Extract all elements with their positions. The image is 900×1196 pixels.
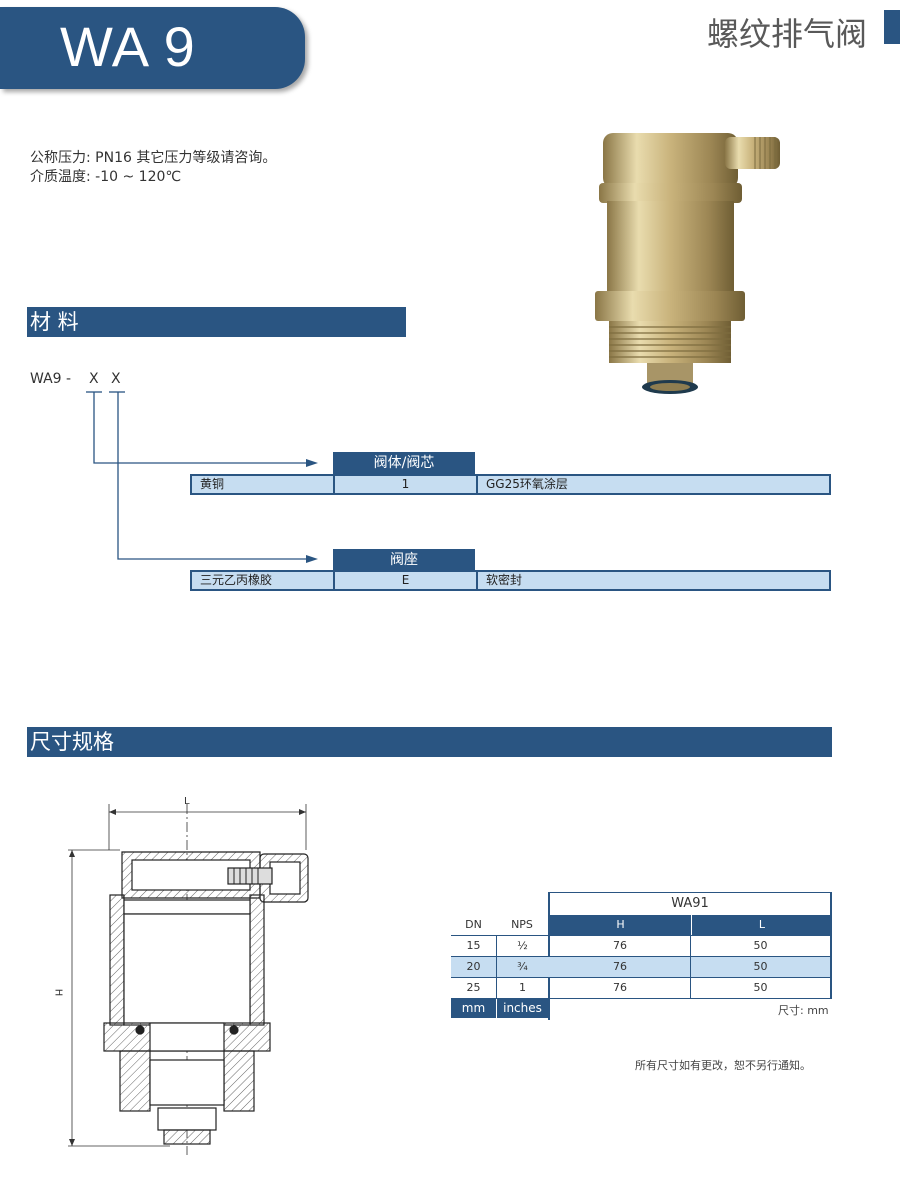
drawing-label-length: L <box>184 796 190 807</box>
table-row: 25 1 76 50 <box>451 977 832 999</box>
material-connector-lines <box>86 391 318 563</box>
cell-l: 50 <box>691 978 832 998</box>
seat-row: 三元乙丙橡胶 E 软密封 <box>190 570 831 591</box>
disclaimer-note: 所有尺寸如有更改，恕不另行通知。 <box>635 1059 811 1072</box>
body-core-material: 黄铜 <box>192 476 335 493</box>
unit-inches: inches <box>497 998 548 1018</box>
temperature-spec: 介质温度: -10 ~ 120℃ <box>30 169 182 185</box>
category-title: 螺纹排气阀 <box>706 15 867 53</box>
seat-note: 软密封 <box>486 573 523 587</box>
col-dn: DN <box>465 918 482 931</box>
cell-h: 76 <box>550 978 691 998</box>
body-core-header: 阀体/阀芯 <box>333 452 475 474</box>
col-h: H <box>550 915 691 935</box>
unit-mm: mm <box>451 998 496 1018</box>
col-l: L <box>691 915 832 935</box>
cell-dn: 15 <box>466 939 481 952</box>
table-row: 15 ½ 76 50 <box>451 935 832 956</box>
cell-nps: 1 <box>496 978 548 998</box>
cross-section-drawing <box>68 804 309 1155</box>
table-units-row: mm inches <box>451 998 832 1018</box>
model-tab <box>0 7 305 89</box>
pressure-spec: 公称压力: PN16 其它压力等级请咨询。 <box>30 150 277 166</box>
model-title: WA 9 <box>60 15 196 78</box>
material-code-x1: X <box>89 371 99 387</box>
dimension-section-bar: 尺寸规格 <box>27 727 832 757</box>
seat-code: E <box>335 572 478 589</box>
material-code-x2: X <box>111 371 121 387</box>
unit-note: 尺寸: mm <box>778 1004 829 1017</box>
product-photo <box>595 133 780 394</box>
seat-header: 阀座 <box>333 549 475 571</box>
drawing-label-height: H <box>52 988 64 997</box>
body-core-row: 黄铜 1 GG25环氧涂层 <box>190 474 831 495</box>
cell-dn: 20 <box>466 960 481 973</box>
cell-l: 50 <box>691 936 832 956</box>
cell-l: 50 <box>691 957 832 977</box>
cell-nps: ½ <box>496 936 548 956</box>
table-row: 20 ¾ 76 50 <box>451 956 832 977</box>
cell-h: 76 <box>550 957 691 977</box>
table-group-header: WA91 <box>548 892 832 914</box>
cell-dn: 25 <box>466 981 481 994</box>
material-section-bar: 材 料 <box>27 307 406 337</box>
col-nps: NPS <box>511 918 533 931</box>
seat-material: 三元乙丙橡胶 <box>192 572 335 589</box>
cell-h: 76 <box>550 936 691 956</box>
table-header-row: DN NPS H L <box>451 915 832 935</box>
body-core-code: 1 <box>335 476 478 493</box>
material-code-prefix: WA9 - <box>30 371 72 387</box>
corner-accent-bar <box>884 10 900 44</box>
cell-nps: ¾ <box>496 957 548 977</box>
body-core-note: GG25环氧涂层 <box>486 477 568 491</box>
